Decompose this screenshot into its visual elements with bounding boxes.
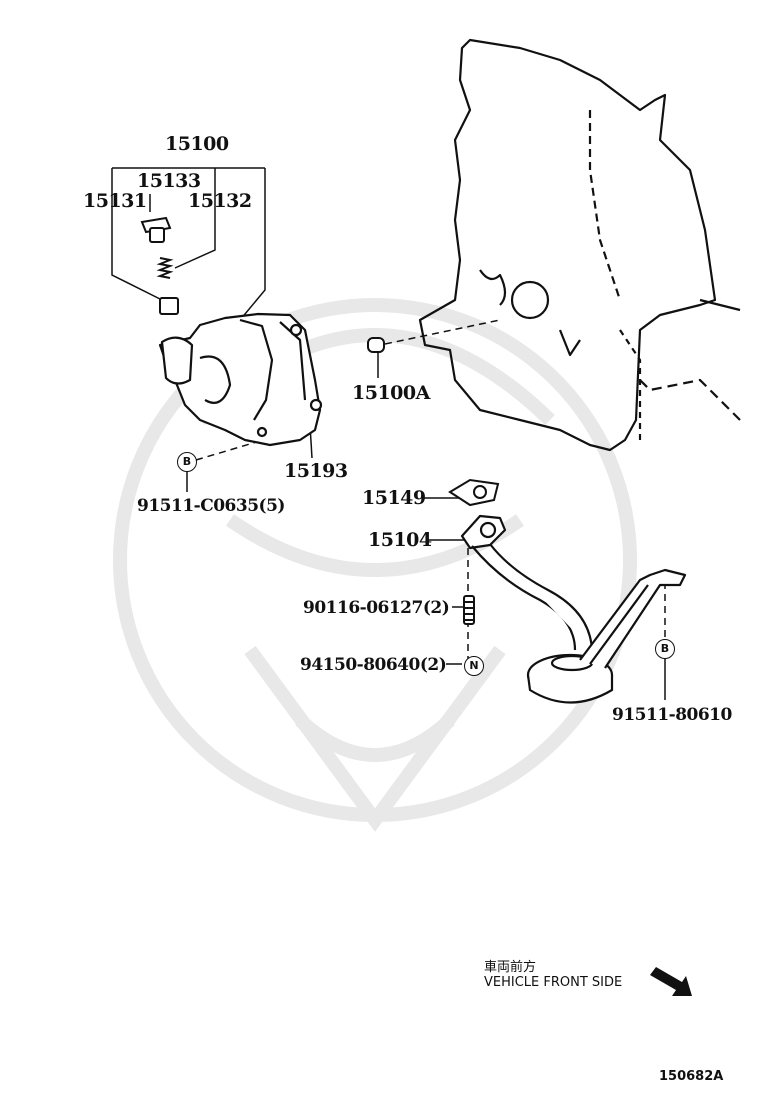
oil-strainer [460,514,687,704]
relief-valve-plug [140,216,172,243]
label-15100a: 15100A [352,382,430,404]
illustration-code: 150682A [659,1069,724,1084]
marker-n: N [464,656,484,676]
label-94150-80640: 94150-80640(2) [300,655,447,675]
label-15149: 15149 [362,487,426,509]
label-15100: 15100 [165,133,229,155]
label-15193: 15193 [284,460,348,482]
label-15131: 15131 [83,190,147,212]
oil-seal [367,337,385,353]
label-91511-c0635: 91511-C0635(5) [137,496,285,516]
arrow-icon [650,967,692,996]
label-90116-06127: 90116-06127(2) [303,598,450,618]
marker-b-left: B [177,452,197,472]
relief-valve [159,297,179,315]
relief-valve-spring [156,257,174,279]
engine-block [418,38,741,452]
direction-japanese: 車両前方 [484,960,537,975]
direction-english: VEHICLE FRONT SIDE [484,975,623,990]
label-15132: 15132 [188,190,252,212]
label-15104: 15104 [368,529,432,551]
stud-bolt [463,595,475,625]
label-91511-80610: 91511-80610 [612,705,732,725]
label-15133: 15133 [137,170,201,192]
marker-b-right: B [655,639,675,659]
oil-pump-body [158,312,323,447]
strainer-gasket [448,478,500,507]
